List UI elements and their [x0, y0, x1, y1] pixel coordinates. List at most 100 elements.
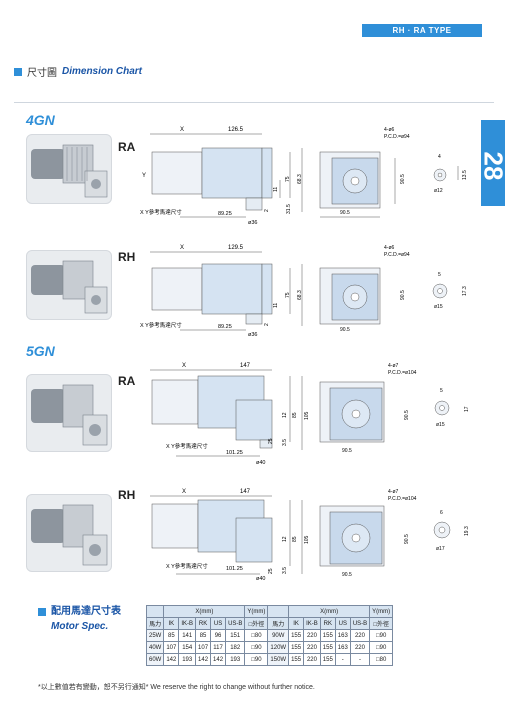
dim-ref-note: X Y參考馬達尺寸 — [140, 208, 182, 216]
dim-y: Y — [142, 173, 146, 179]
table-cell: - — [349, 653, 371, 666]
table-cell: 90W — [267, 629, 290, 642]
dim-v2: 2 — [264, 209, 270, 212]
dimension-group-5gn-rh: RH X 147 X Y參考馬達尺寸 101.25 ø40 12 85 105 … — [0, 482, 480, 592]
table-cell: 142 — [163, 653, 180, 666]
spec-title-en: Motor Spec. — [51, 621, 109, 632]
shaft-height: 17 — [464, 406, 470, 412]
gear-code: RA — [118, 140, 136, 154]
dim-x: X — [180, 245, 184, 251]
motor-spec-table: X(mm) Y(mm) X(mm) Y(mm) 馬力 IK IK-B RK US… — [145, 605, 394, 666]
dim-v68: 105 — [304, 535, 310, 544]
dim-ref-note: X Y參考馬達尺寸 — [166, 562, 208, 570]
table-cell: 96 — [210, 629, 227, 642]
square-bullet-icon — [38, 607, 46, 616]
col-header: US — [334, 617, 351, 630]
geared-motor-icon — [31, 144, 108, 198]
pcd-value: P.C.D.=ø104 — [388, 496, 417, 502]
table-cell: 155 — [319, 641, 336, 654]
table-cell: 155 — [288, 653, 305, 666]
square-bullet-icon — [14, 67, 22, 76]
dimension-drawing: X 147 X Y參考馬達尺寸 101.25 ø40 12 85 105 3.5… — [150, 363, 470, 466]
table-cell: 193 — [178, 653, 197, 666]
shaft-height: 19.3 — [464, 526, 470, 536]
dim-x: X — [182, 489, 186, 495]
table-cell: 117 — [210, 641, 227, 654]
table-cell: □90 — [369, 641, 394, 654]
shaft-dia: ø17 — [436, 546, 445, 552]
dim-v75: 75 — [285, 292, 291, 298]
page-number: 28 — [478, 151, 505, 181]
table-cell: □90 — [244, 641, 269, 654]
section-title: 尺寸圖 Dimension Chart — [14, 64, 142, 79]
motor-photo — [26, 250, 112, 320]
col-header: □外徑 — [244, 617, 269, 630]
dimension-drawing: X 129.5 X Y參考馬達尺寸 89.25 ø36 11 75 68.3 2… — [140, 245, 468, 338]
table-cell: □80 — [244, 629, 269, 642]
col-header: RK — [319, 617, 336, 630]
gear-code: RH — [118, 250, 136, 264]
motor-photo — [26, 494, 112, 572]
pcd-holes: 4-ø6 — [384, 245, 395, 251]
dim-v31: 3.5 — [282, 567, 288, 574]
dim-v2: 2 — [264, 323, 270, 326]
dim-v2: 25 — [268, 438, 274, 444]
col-header: US-B — [349, 617, 371, 630]
dim-ref-note: X Y參考馬達尺寸 — [166, 442, 208, 450]
table-row: 60W 142 193 142 142 193 □90 150W 155 220… — [145, 653, 394, 666]
shaft-key: 5 — [440, 388, 443, 394]
dim-v2: 25 — [268, 568, 274, 574]
dim-length: 126.5 — [228, 127, 244, 133]
table-cell: 85 — [163, 629, 180, 642]
table-cell: 163 — [334, 641, 351, 654]
table-cell: 60W — [145, 653, 165, 666]
dim-offset: 89.25 — [218, 324, 232, 330]
col-header: US-B — [225, 617, 246, 630]
dim-height: 90.5 — [400, 290, 406, 300]
table-row: 40W 107 154 107 117 182 □90 120W 155 220… — [145, 641, 394, 654]
geared-motor-icon — [31, 384, 108, 446]
dim-hub: ø40 — [256, 576, 265, 582]
table-cell: 155 — [319, 629, 336, 642]
dim-ref-note: X Y參考馬達尺寸 — [140, 321, 182, 329]
dim-x: X — [182, 363, 186, 369]
table-cell: 40W — [145, 641, 165, 654]
dimension-drawing: X 126.5 Y X Y參考馬達尺寸 89.25 ø36 11 75 68.3… — [140, 127, 468, 226]
pcd-holes: 4-ø7 — [388, 363, 399, 369]
dim-width: 90.5 — [342, 448, 352, 454]
dim-v11: 11 — [273, 187, 279, 192]
table-cell: 142 — [210, 653, 227, 666]
table-cell: 107 — [163, 641, 180, 654]
dimension-drawing: X 147 X Y參考馬達尺寸 101.25 ø40 12 85 105 3.5… — [150, 489, 470, 582]
col-header: □外徑 — [369, 617, 394, 630]
table-cell: 155 — [288, 629, 305, 642]
col-header: IK-B — [178, 617, 197, 630]
dimension-group-4gn-ra: RA X 126.5 Y X Y參考馬達尺寸 89.25 ø36 11 75 6… — [0, 122, 480, 232]
motor-photo — [26, 134, 112, 204]
model-label-4gn: 4GN — [26, 112, 55, 128]
dim-hub: ø36 — [248, 332, 257, 338]
dimension-group-4gn-rh: RH X 129.5 X Y參考馬達尺寸 89.25 ø36 11 75 68.… — [0, 238, 480, 338]
table-head-x: X(mm) — [163, 605, 246, 618]
shaft-height: 17.3 — [462, 286, 468, 296]
col-header: IK — [163, 617, 180, 630]
table-cell: □90 — [244, 653, 269, 666]
shaft-dia: ø15 — [436, 422, 445, 428]
table-cell: 120W — [267, 641, 290, 654]
dim-v68: 105 — [304, 411, 310, 420]
dim-v75: 75 — [285, 176, 291, 182]
table-cell: 25W — [145, 629, 165, 642]
dim-v11: 12 — [282, 536, 288, 542]
dimension-group-5gn-ra: RA X 147 X Y參考馬達尺寸 101.25 ø40 12 85 105 … — [0, 358, 480, 474]
table-cell: 155 — [319, 653, 336, 666]
table-row: 25W 85 141 85 96 151 □80 90W 155 220 155… — [145, 629, 394, 642]
pcd-holes: 4-ø7 — [388, 489, 399, 495]
pcd-value: P.C.D.=ø94 — [384, 134, 410, 140]
table-cell: 193 — [225, 653, 246, 666]
col-header: 馬力 — [145, 617, 165, 630]
col-header: US — [210, 617, 227, 630]
pcd-value: P.C.D.=ø94 — [384, 252, 410, 258]
table-cell: 142 — [195, 653, 212, 666]
table-cell: - — [334, 653, 351, 666]
pcd-value: P.C.D.=ø104 — [388, 370, 417, 376]
